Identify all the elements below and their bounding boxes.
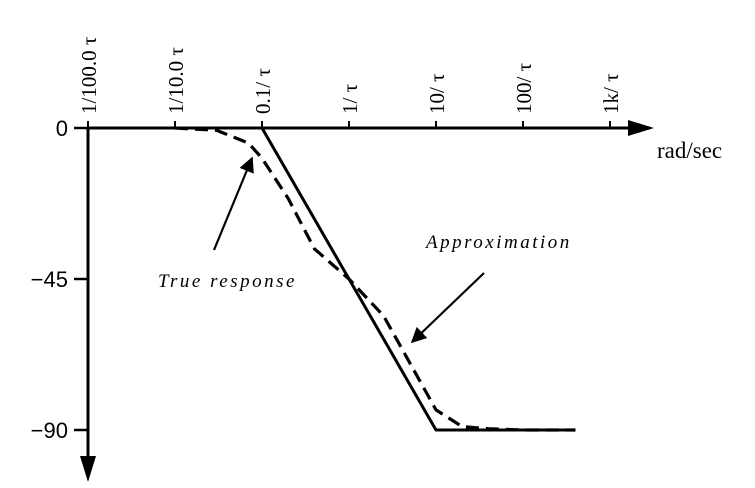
annotation-approximation-arrow <box>410 272 485 344</box>
x-ticks: 1/100.0 τ 1/10.0 τ 0.1/ τ 1/ τ 10/ τ 100/ τ 1k… <box>77 37 623 128</box>
y-axis <box>80 128 96 482</box>
x-tick-label: 0.1/ τ <box>251 68 275 114</box>
x-tick-label: 1/100.0 τ <box>77 37 101 114</box>
y-tick-label: −90 <box>31 418 68 443</box>
x-tick-label: 1/ τ <box>338 84 362 114</box>
annotation-approximation: Approximation <box>410 232 572 344</box>
y-tick-label: 0 <box>56 116 68 141</box>
annotation-approximation-label: Approximation <box>424 232 572 253</box>
x-tick-label: 1/10.0 τ <box>164 47 188 114</box>
y-axis-arrowhead <box>80 456 96 482</box>
x-axis: rad/sec <box>88 120 722 163</box>
x-tick-label: 100/ τ <box>512 63 536 114</box>
annotation-true-response: True response <box>158 156 297 292</box>
x-axis-unit: rad/sec <box>657 138 722 163</box>
annotation-true-response-label: True response <box>158 271 297 292</box>
y-ticks: 0 −45 −90 <box>31 116 88 443</box>
x-tick-label: 1k/ τ <box>599 73 623 114</box>
annotation-true-response-arrow <box>212 156 254 251</box>
series-true-response-line <box>174 126 576 432</box>
series-layer <box>88 126 576 432</box>
x-axis-arrowhead <box>628 120 654 136</box>
y-tick-label: −45 <box>31 267 68 292</box>
x-tick-label: 10/ τ <box>425 73 449 114</box>
